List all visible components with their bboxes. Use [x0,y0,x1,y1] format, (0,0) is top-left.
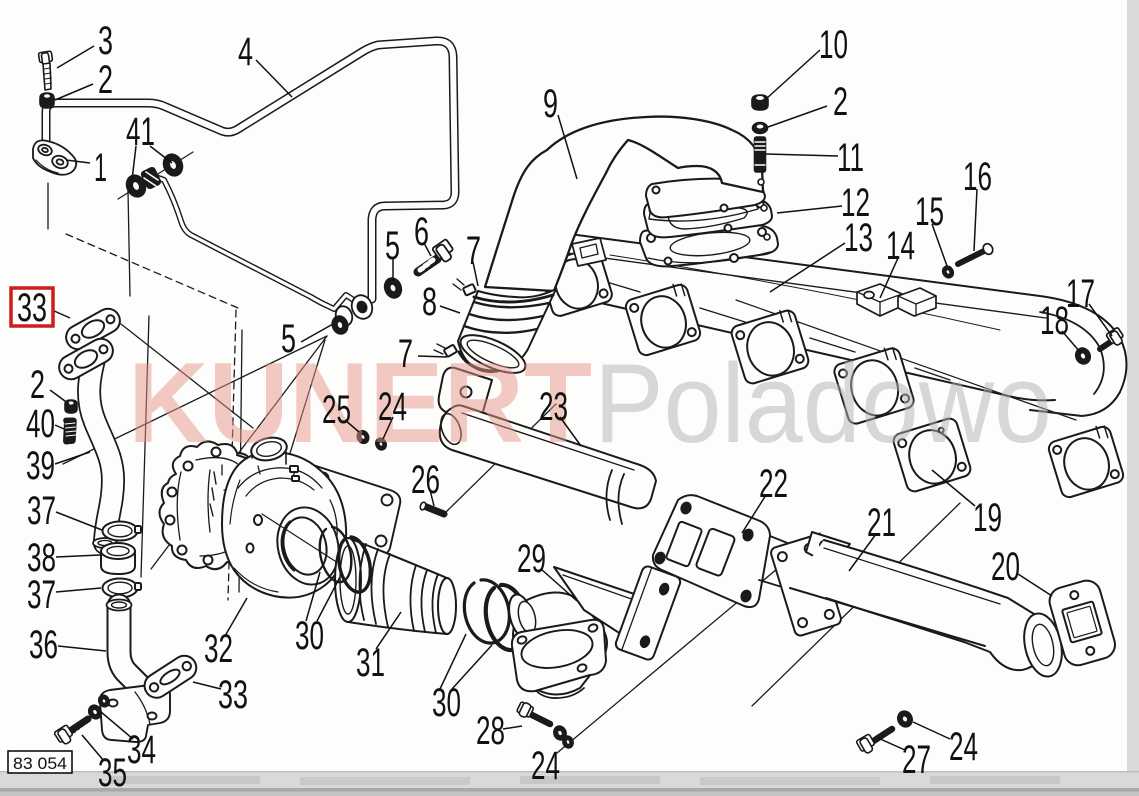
svg-text:31: 31 [356,641,385,685]
svg-text:33: 33 [218,673,248,717]
svg-text:5: 5 [281,317,296,361]
svg-text:23: 23 [539,385,568,429]
svg-text:Poladowo: Poladowo [594,341,1052,466]
svg-text:24: 24 [949,725,978,769]
svg-text:24: 24 [378,385,407,429]
svg-text:16: 16 [963,155,992,199]
svg-text:8: 8 [422,280,437,324]
svg-text:7: 7 [398,332,413,376]
svg-text:17: 17 [1066,272,1095,316]
svg-text:35: 35 [98,751,127,795]
svg-text:2: 2 [98,58,113,102]
svg-text:37: 37 [27,573,56,617]
svg-text:30: 30 [432,681,461,725]
svg-text:9: 9 [543,82,558,126]
svg-text:2: 2 [30,363,45,407]
svg-text:40: 40 [26,402,55,446]
svg-text:5: 5 [385,224,400,268]
svg-text:2: 2 [833,80,848,124]
svg-text:37: 37 [27,489,56,533]
svg-text:30: 30 [295,614,324,658]
svg-text:38: 38 [27,536,56,580]
svg-text:21: 21 [867,501,896,545]
svg-text:4: 4 [238,30,253,74]
svg-text:3: 3 [98,19,113,63]
svg-text:15: 15 [915,190,944,234]
svg-text:34: 34 [127,728,156,772]
svg-text:1: 1 [94,146,107,190]
svg-text:19: 19 [973,496,1002,540]
svg-text:29: 29 [517,537,546,581]
svg-text:6: 6 [414,210,429,254]
svg-text:10: 10 [819,23,848,67]
svg-text:25: 25 [322,388,351,432]
svg-text:28: 28 [476,709,505,753]
svg-text:11: 11 [837,136,864,180]
svg-text:KUNERT: KUNERT [128,340,592,467]
svg-text:39: 39 [26,444,55,488]
svg-text:20: 20 [991,545,1020,589]
svg-text:27: 27 [902,738,931,782]
svg-text:7: 7 [466,229,481,273]
svg-text:26: 26 [411,458,440,502]
svg-text:24: 24 [531,744,560,788]
svg-text:13: 13 [844,216,873,260]
svg-text:22: 22 [759,462,788,506]
svg-text:32: 32 [204,627,233,671]
svg-text:33: 33 [17,286,47,330]
svg-text:41: 41 [126,110,155,154]
svg-text:83 054: 83 054 [13,754,67,773]
svg-text:12: 12 [841,181,870,225]
svg-text:36: 36 [29,623,58,667]
svg-text:14: 14 [886,224,915,268]
svg-text:18: 18 [1040,299,1069,343]
